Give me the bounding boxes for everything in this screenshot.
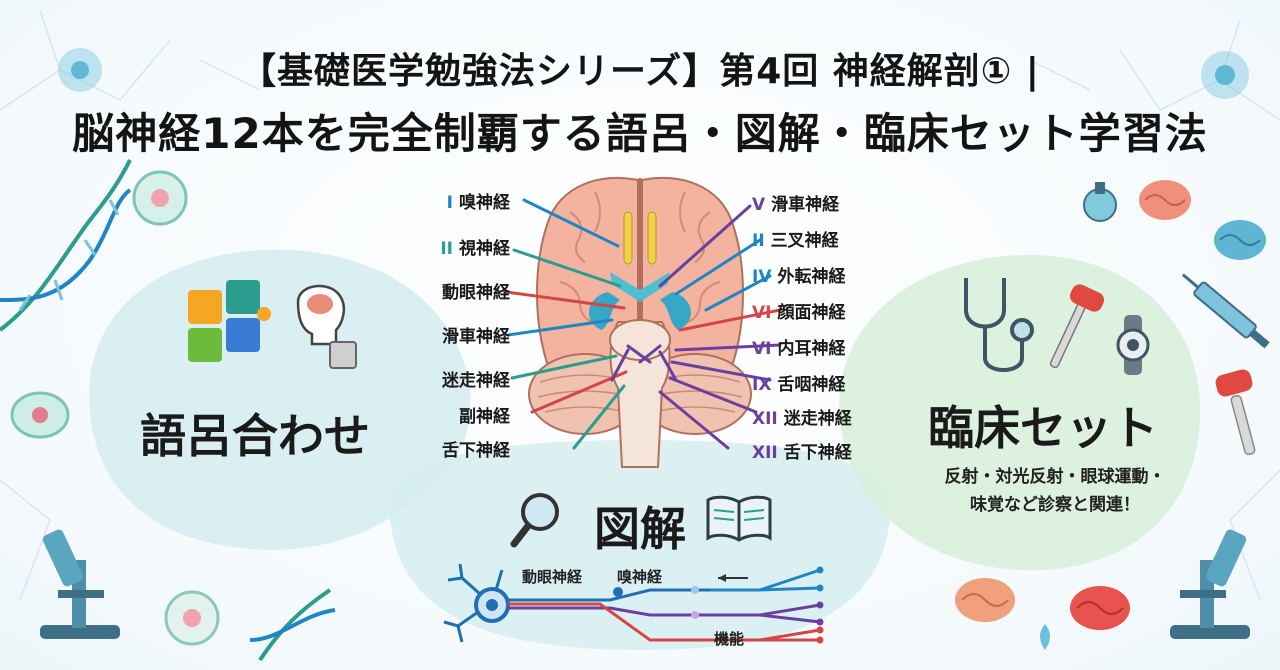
nerve-number: XII bbox=[752, 443, 778, 463]
nerve-label-nerves_left-4: 迷走神経 bbox=[442, 366, 510, 391]
title-line-1: 【基礎医学勉強法シリーズ】第4回 神経解剖① | bbox=[240, 51, 1040, 92]
puzzle-piece-gray bbox=[329, 341, 357, 369]
nerve-label-nerves_left-5: 副神経 bbox=[459, 402, 510, 427]
nerve-name: 舌咽神経 bbox=[777, 375, 846, 395]
nerve-number: II bbox=[440, 239, 453, 259]
cell-icon-bottom-left bbox=[164, 590, 220, 646]
puzzle-piece-green bbox=[188, 328, 222, 362]
nerve-number: II bbox=[752, 231, 765, 251]
puzzle-piece-blue bbox=[226, 318, 260, 352]
nerve-number: V bbox=[752, 195, 766, 215]
microscope-left-icon bbox=[40, 529, 120, 639]
book-icon bbox=[706, 495, 772, 542]
diagram-label-oculomotor: 動眼神経 bbox=[522, 568, 583, 586]
nerve-label-nerves_left-1: II 視神経 bbox=[440, 234, 510, 259]
stethoscope-icon bbox=[964, 278, 1034, 372]
clinical-section-label: 臨床セット bbox=[928, 401, 1158, 455]
pathway-line-blue bbox=[508, 588, 710, 602]
reflex-hammer-icon bbox=[1049, 284, 1105, 369]
nerve-label-nerves_left-3: 滑車神経 bbox=[442, 322, 510, 347]
direction-arrow-icon bbox=[718, 574, 748, 582]
right-section-blob bbox=[839, 255, 1201, 571]
nerve-name: 顔面神経 bbox=[777, 303, 846, 323]
dna-helix-bottom-icon bbox=[249, 588, 336, 662]
nerve-number: VI bbox=[752, 303, 772, 323]
diagram-caption-function: 機能 bbox=[714, 630, 745, 648]
pathway-line-purple bbox=[508, 606, 710, 617]
dna-helix-left-icon bbox=[0, 159, 132, 332]
diagram-section-label: 図解 bbox=[594, 502, 686, 556]
nerve-number: IV bbox=[752, 267, 772, 287]
olfactory-tracts bbox=[623, 211, 657, 265]
nerve-name: 舌下神経 bbox=[783, 443, 852, 463]
magnifier-icon bbox=[510, 493, 559, 548]
syringe-icon bbox=[1181, 273, 1270, 349]
clinical-note-line-2: 味覚など診察と関連！ bbox=[970, 495, 1140, 515]
neuron-top-right bbox=[1201, 51, 1249, 99]
nerve-name: 内耳神経 bbox=[777, 339, 846, 359]
clinical-note-line-1: 反射・対光反射・眼球運動・ bbox=[944, 467, 1166, 487]
brain-icon-right-top bbox=[1139, 180, 1191, 220]
cell-icon-left bbox=[10, 391, 70, 439]
brain-icon-bottom-right-1 bbox=[955, 578, 1015, 622]
watch-icon bbox=[1116, 315, 1150, 375]
title-line-2: 脳神経12本を完全制覇する語呂・図解・臨床セット学習法 bbox=[72, 109, 1208, 158]
water-drop-icon bbox=[1040, 624, 1050, 650]
nerve-name: 視神経 bbox=[459, 239, 510, 259]
neuron-top-left bbox=[58, 48, 102, 92]
nerve-name: 迷走神経 bbox=[783, 409, 852, 429]
cell-icon-upper-left bbox=[132, 170, 188, 226]
nerve-name: 滑車神経 bbox=[771, 195, 840, 215]
microscope-right-icon bbox=[1170, 529, 1250, 639]
goro-section-label: 語呂合わせ bbox=[140, 409, 370, 463]
puzzle-piece-teal bbox=[226, 280, 260, 314]
nerve-name: 舌下神経 bbox=[442, 441, 510, 461]
nerve-name: 滑車神経 bbox=[442, 327, 510, 347]
pathway-line-red bbox=[508, 602, 820, 642]
nerve-name: 副神経 bbox=[459, 407, 510, 427]
brain-icon-bottom-right-2 bbox=[1070, 586, 1130, 630]
optic-chiasm bbox=[589, 272, 691, 330]
nerve-label-nerves_left-6: 舌下神経 bbox=[442, 436, 510, 461]
nerve-number: I bbox=[446, 193, 453, 213]
nerve-label-nerves_left-2: 動眼神経 bbox=[442, 278, 510, 303]
nerve-number: IX bbox=[752, 375, 772, 395]
neuron-pathway-diagram bbox=[443, 563, 824, 644]
head-brain-icon bbox=[296, 284, 346, 346]
neuron-cell-icon bbox=[443, 563, 510, 643]
nerve-name: 迷走神経 bbox=[442, 371, 510, 391]
nerve-name: 嗅神経 bbox=[459, 193, 510, 213]
bottom-section-blob bbox=[388, 440, 892, 650]
puzzle-memory-icon bbox=[188, 280, 357, 369]
puzzle-piece-orange bbox=[188, 290, 222, 324]
reflex-hammer-right-icon bbox=[1215, 369, 1256, 456]
clinical-tools-icons bbox=[964, 278, 1150, 375]
brain-icon-right-mid bbox=[1214, 220, 1266, 260]
flask-icon bbox=[1083, 182, 1117, 222]
nerve-name: 動眼神経 bbox=[442, 283, 510, 303]
left-section-blob bbox=[89, 249, 471, 550]
nerve-name: 外転神経 bbox=[777, 267, 846, 287]
diagram-label-olfactory: 嗅神経 bbox=[617, 568, 663, 586]
nerve-number: XII bbox=[752, 409, 778, 429]
nerve-label-nerves_left-0: I 嗅神経 bbox=[447, 188, 510, 213]
nerve-name: 三叉神経 bbox=[770, 231, 839, 251]
nerve-number: VI bbox=[752, 339, 772, 359]
